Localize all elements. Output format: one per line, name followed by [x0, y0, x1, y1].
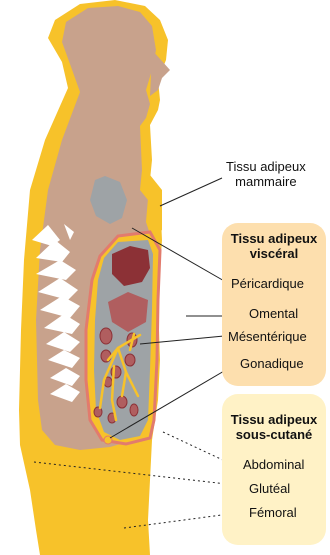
label-visceral-group: Tissu adipeux viscéral	[226, 231, 322, 261]
label-gonadal: Gonadique	[240, 356, 304, 371]
label-mammary: Tissu adipeux mammaire	[226, 159, 306, 189]
label-mesenteric: Mésentérique	[228, 329, 307, 344]
label-abdominal: Abdominal	[243, 457, 304, 472]
label-omental: Omental	[249, 306, 298, 321]
label-gluteal: Glutéal	[249, 481, 290, 496]
label-femoral: Fémoral	[249, 505, 297, 520]
leader-mammary	[160, 178, 222, 206]
label-pericardial: Péricardique	[231, 276, 304, 291]
label-subcutaneous-group: Tissu adipeux sous-cutané	[226, 412, 322, 442]
